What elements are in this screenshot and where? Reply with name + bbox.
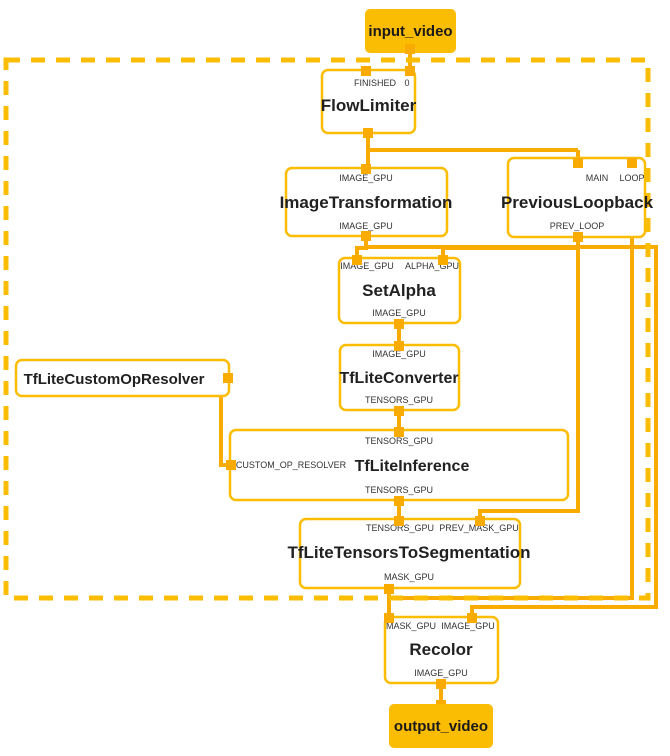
previous-loopback-output-prev-loop: PREV_LOOP xyxy=(550,221,605,231)
node-tflite-custom-op-resolver[interactable]: TfLiteCustomOpResolver xyxy=(14,358,231,398)
image-transformation-input-image-gpu: IMAGE_GPU xyxy=(339,173,393,183)
port-previous-loopback-main xyxy=(573,158,583,168)
port-recolor-mask-in xyxy=(384,613,394,623)
previous-loopback-input-loop: LOOP xyxy=(619,173,644,183)
tflite-inference-input-tensors-gpu: TENSORS_GPU xyxy=(365,436,433,446)
port-recolor-out xyxy=(436,679,446,689)
node-recolor[interactable]: MASK_GPU IMAGE_GPU Recolor IMAGE_GPU xyxy=(383,615,500,685)
port-segmentation-prevmask-in xyxy=(475,516,485,526)
edge-previousloopback-to-setalpha-alpha xyxy=(441,237,580,261)
tflite-converter-input-image-gpu: IMAGE_GPU xyxy=(372,349,426,359)
port-tflite-converter-out xyxy=(394,406,404,416)
node-output-video[interactable]: output_video xyxy=(389,704,493,748)
tflite-inference-label: TfLiteInference xyxy=(355,458,470,475)
flow-limiter-label: FlowLimiter xyxy=(321,96,417,115)
image-transformation-output-image-gpu: IMAGE_GPU xyxy=(339,221,393,231)
image-transformation-label: ImageTransformation xyxy=(280,193,453,212)
node-image-transformation[interactable]: IMAGE_GPU ImageTransformation IMAGE_GPU xyxy=(280,166,453,238)
port-previous-loopback-loop xyxy=(627,158,637,168)
port-tflite-inference-resolver-in xyxy=(226,460,236,470)
node-tflite-inference[interactable]: TENSORS_GPU CUSTOM_OP_RESOLVER TfLiteInf… xyxy=(228,428,570,502)
flow-limiter-input-0: 0 xyxy=(404,78,409,88)
edge-imagetransformation-to-recolor xyxy=(364,236,658,618)
port-set-alpha-image-in xyxy=(352,255,362,265)
port-flow-limiter-0 xyxy=(405,66,415,76)
subgraph-dashed-boundary xyxy=(3,57,651,601)
previous-loopback-label: PreviousLoopback xyxy=(501,193,654,212)
set-alpha-label: SetAlpha xyxy=(362,281,436,300)
segmentation-input-tensors-gpu: TENSORS_GPU xyxy=(366,523,434,533)
flow-limiter-input-finished: FINISHED xyxy=(354,78,397,88)
port-tflite-inference-out xyxy=(394,496,404,506)
recolor-input-image-gpu: IMAGE_GPU xyxy=(441,621,495,631)
port-tflite-custom-op-resolver-out xyxy=(223,373,233,383)
edge-flowlimiter-trunk xyxy=(366,133,578,152)
port-previous-loopback-out xyxy=(573,232,583,242)
input-video-label: input_video xyxy=(368,23,452,40)
tflite-inference-input-custom-op-resolver: CUSTOM_OP_RESOLVER xyxy=(236,460,347,470)
port-segmentation-out xyxy=(384,584,394,594)
node-previous-loopback[interactable]: MAIN LOOP PreviousLoopback PREV_LOOP xyxy=(501,156,654,239)
port-segmentation-tensors-in xyxy=(394,516,404,526)
previous-loopback-input-main: MAIN xyxy=(586,173,609,183)
set-alpha-input-image-gpu: IMAGE_GPU xyxy=(340,261,394,271)
port-flow-limiter-out xyxy=(363,128,373,138)
port-input-video-out xyxy=(405,44,415,54)
port-tflite-converter-in xyxy=(394,341,404,351)
tflite-converter-label: TfLiteConverter xyxy=(339,370,458,387)
recolor-input-mask-gpu: MASK_GPU xyxy=(386,621,436,631)
segmentation-input-prev-mask-gpu: PREV_MASK_GPU xyxy=(439,523,519,533)
node-input-video[interactable]: input_video xyxy=(365,9,456,53)
port-recolor-image-in xyxy=(467,613,477,623)
port-tflite-inference-tensors-in xyxy=(394,427,404,437)
node-tflite-converter[interactable]: IMAGE_GPU TfLiteConverter TENSORS_GPU xyxy=(338,343,461,412)
set-alpha-input-alpha-gpu: ALPHA_GPU xyxy=(405,261,459,271)
set-alpha-output-image-gpu: IMAGE_GPU xyxy=(372,308,426,318)
segmentation-output-mask-gpu: MASK_GPU xyxy=(384,572,434,582)
port-set-alpha-out xyxy=(394,319,404,329)
port-image-transformation-in xyxy=(361,164,371,174)
port-image-transformation-out xyxy=(361,231,371,241)
port-set-alpha-alpha-in xyxy=(438,255,448,265)
tflite-inference-output-tensors-gpu: TENSORS_GPU xyxy=(365,485,433,495)
tflite-converter-output-tensors-gpu: TENSORS_GPU xyxy=(365,395,433,405)
node-tflite-tensors-to-segmentation[interactable]: TENSORS_GPU PREV_MASK_GPU TfLiteTensorsT… xyxy=(287,517,531,590)
node-flow-limiter[interactable]: FINISHED 0 FlowLimiter xyxy=(320,68,417,135)
node-set-alpha[interactable]: IMAGE_GPU ALPHA_GPU SetAlpha IMAGE_GPU xyxy=(337,256,462,325)
recolor-label: Recolor xyxy=(409,640,473,659)
segmentation-label: TfLiteTensorsToSegmentation xyxy=(287,543,530,562)
port-flow-limiter-finished xyxy=(361,66,371,76)
tflite-custom-op-resolver-label: TfLiteCustomOpResolver xyxy=(24,371,205,388)
recolor-output-image-gpu: IMAGE_GPU xyxy=(414,668,468,678)
output-video-label: output_video xyxy=(394,718,488,735)
